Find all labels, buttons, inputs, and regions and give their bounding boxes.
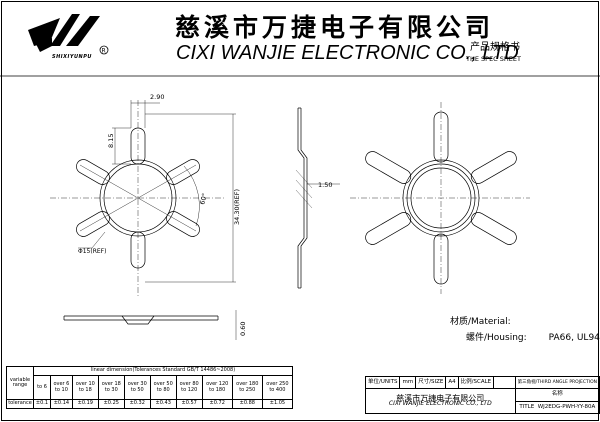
dim-slot-width: 2.90 (150, 93, 164, 101)
material-housing: 螺件/Housing: PA66, UL94V-0 (466, 330, 600, 343)
tol-range-from: over 6 (53, 381, 70, 387)
tol-range-to: to 80 (156, 386, 170, 393)
tol-value-cell: ±0.72 (201, 399, 233, 409)
title-value: WJ2EDG-PWH-YY-80A (537, 403, 596, 410)
tol-range-from: over 30 (127, 381, 147, 387)
tol-range-from: over 180 (236, 381, 259, 387)
tol-value-cell: ±0.57 (175, 399, 203, 409)
tol-value-row: tolerance ±0.1±0.14±0.19±0.25±0.32±0.43±… (6, 399, 294, 409)
tb-company-cn: 慈溪市万捷电子有限公司 (396, 393, 485, 403)
rear-view (350, 102, 530, 294)
tolerance-table: variable range linear dimension(Toleranc… (6, 366, 294, 409)
tol-value-cell: ±0.19 (71, 399, 99, 409)
side-view (295, 107, 340, 289)
scale-value (493, 376, 516, 389)
title-block: 单位/UNITS mm 尺寸/SIZE A4 比例/SCALE 第三角视/THI… (364, 376, 600, 414)
dim-side-width: 1.50 (318, 181, 332, 189)
size-value: A4 (445, 376, 459, 389)
tol-range-from: over 18 (101, 381, 121, 387)
tol-value-cell: ±0.88 (231, 399, 263, 409)
tol-range-to: to 18 (78, 386, 92, 393)
units-value: mm (399, 376, 417, 389)
spec-title-cn: 产品规格书 (470, 42, 520, 53)
tol-value-cell: ±1.05 (261, 399, 294, 409)
spec-title-en: THE SPEC SHEET (466, 55, 521, 63)
title-label: TITLE (519, 403, 535, 410)
projection-label: 第三角视/THIRD ANGLE PROJECTION (514, 376, 600, 389)
material-title: 材质/Material: (450, 317, 511, 327)
tol-range-from: over 10 (75, 381, 95, 387)
dim-overall: 34.30(REF) (233, 189, 241, 225)
tol-value-cell: ±0.1 (33, 399, 51, 409)
tol-range-from: over 50 (153, 381, 173, 387)
dim-center-dia: Φ15(REF) (78, 248, 106, 255)
title-block-company: 慈溪市万捷电子有限公司 CIXI WANJIE ELECTRONIC CO., … (365, 388, 516, 414)
tb-company-en: CIXI WANJIE ELECTRONIC CO., LTD (388, 400, 492, 407)
dim-arm-length: 8.15 (107, 134, 115, 148)
logo-subtext: SHIXIYUNPU (52, 54, 92, 60)
company-logo-icon: R (28, 14, 109, 55)
tol-value-cell: ±0.43 (149, 399, 177, 409)
housing-value: PA66, UL94V-0 (548, 333, 600, 343)
size-label: 尺寸/SIZE (415, 376, 447, 389)
tol-range-to: to 30 (104, 386, 118, 393)
tol-range-from: over 250 (266, 381, 289, 387)
tol-range-to: to 400 (269, 386, 286, 393)
housing-label: 螺件/Housing: (466, 333, 527, 343)
name-label: 名称 (551, 391, 563, 397)
units-label: 单位/UNITS (364, 376, 401, 389)
tol-range-to: to 10 (54, 386, 68, 393)
name-cell: 名称 (514, 388, 600, 402)
svg-text:R: R (102, 48, 106, 55)
tol-range-to: to 50 (130, 386, 144, 393)
tol-range-cell: to 6 (33, 375, 51, 400)
company-name-en: CIXI WANJIE ELECTRONIC CO., LTD (176, 42, 519, 64)
tol-range-to: to 250 (239, 386, 256, 393)
tol-value-cell: ±0.25 (97, 399, 125, 409)
title-cell: TITLE WJ2EDG-PWH-YY-80A (514, 400, 600, 414)
tol-range-to: to 6 (37, 383, 47, 390)
tol-value-cell: ±0.14 (49, 399, 73, 409)
tol-value-cell: ±0.32 (123, 399, 151, 409)
dim-thickness: 0.60 (239, 322, 247, 336)
tol-row-label-value: tolerance (6, 399, 34, 409)
tol-row-label-range: variable range (6, 366, 34, 400)
dim-angle: 60° (198, 192, 209, 205)
tol-range-from: over 120 (206, 381, 229, 387)
front-view (50, 100, 236, 296)
scale-label: 比例/SCALE (457, 376, 495, 389)
bottom-view (63, 310, 237, 340)
company-name-cn: 慈溪市万捷电子有限公司 (175, 13, 495, 42)
tol-range-from: over 80 (179, 381, 199, 387)
tol-range-to: to 120 (181, 386, 198, 393)
tol-range-to: to 180 (209, 386, 226, 393)
tol-heading: linear dimension(Tolerances Standard GB/… (33, 366, 293, 376)
